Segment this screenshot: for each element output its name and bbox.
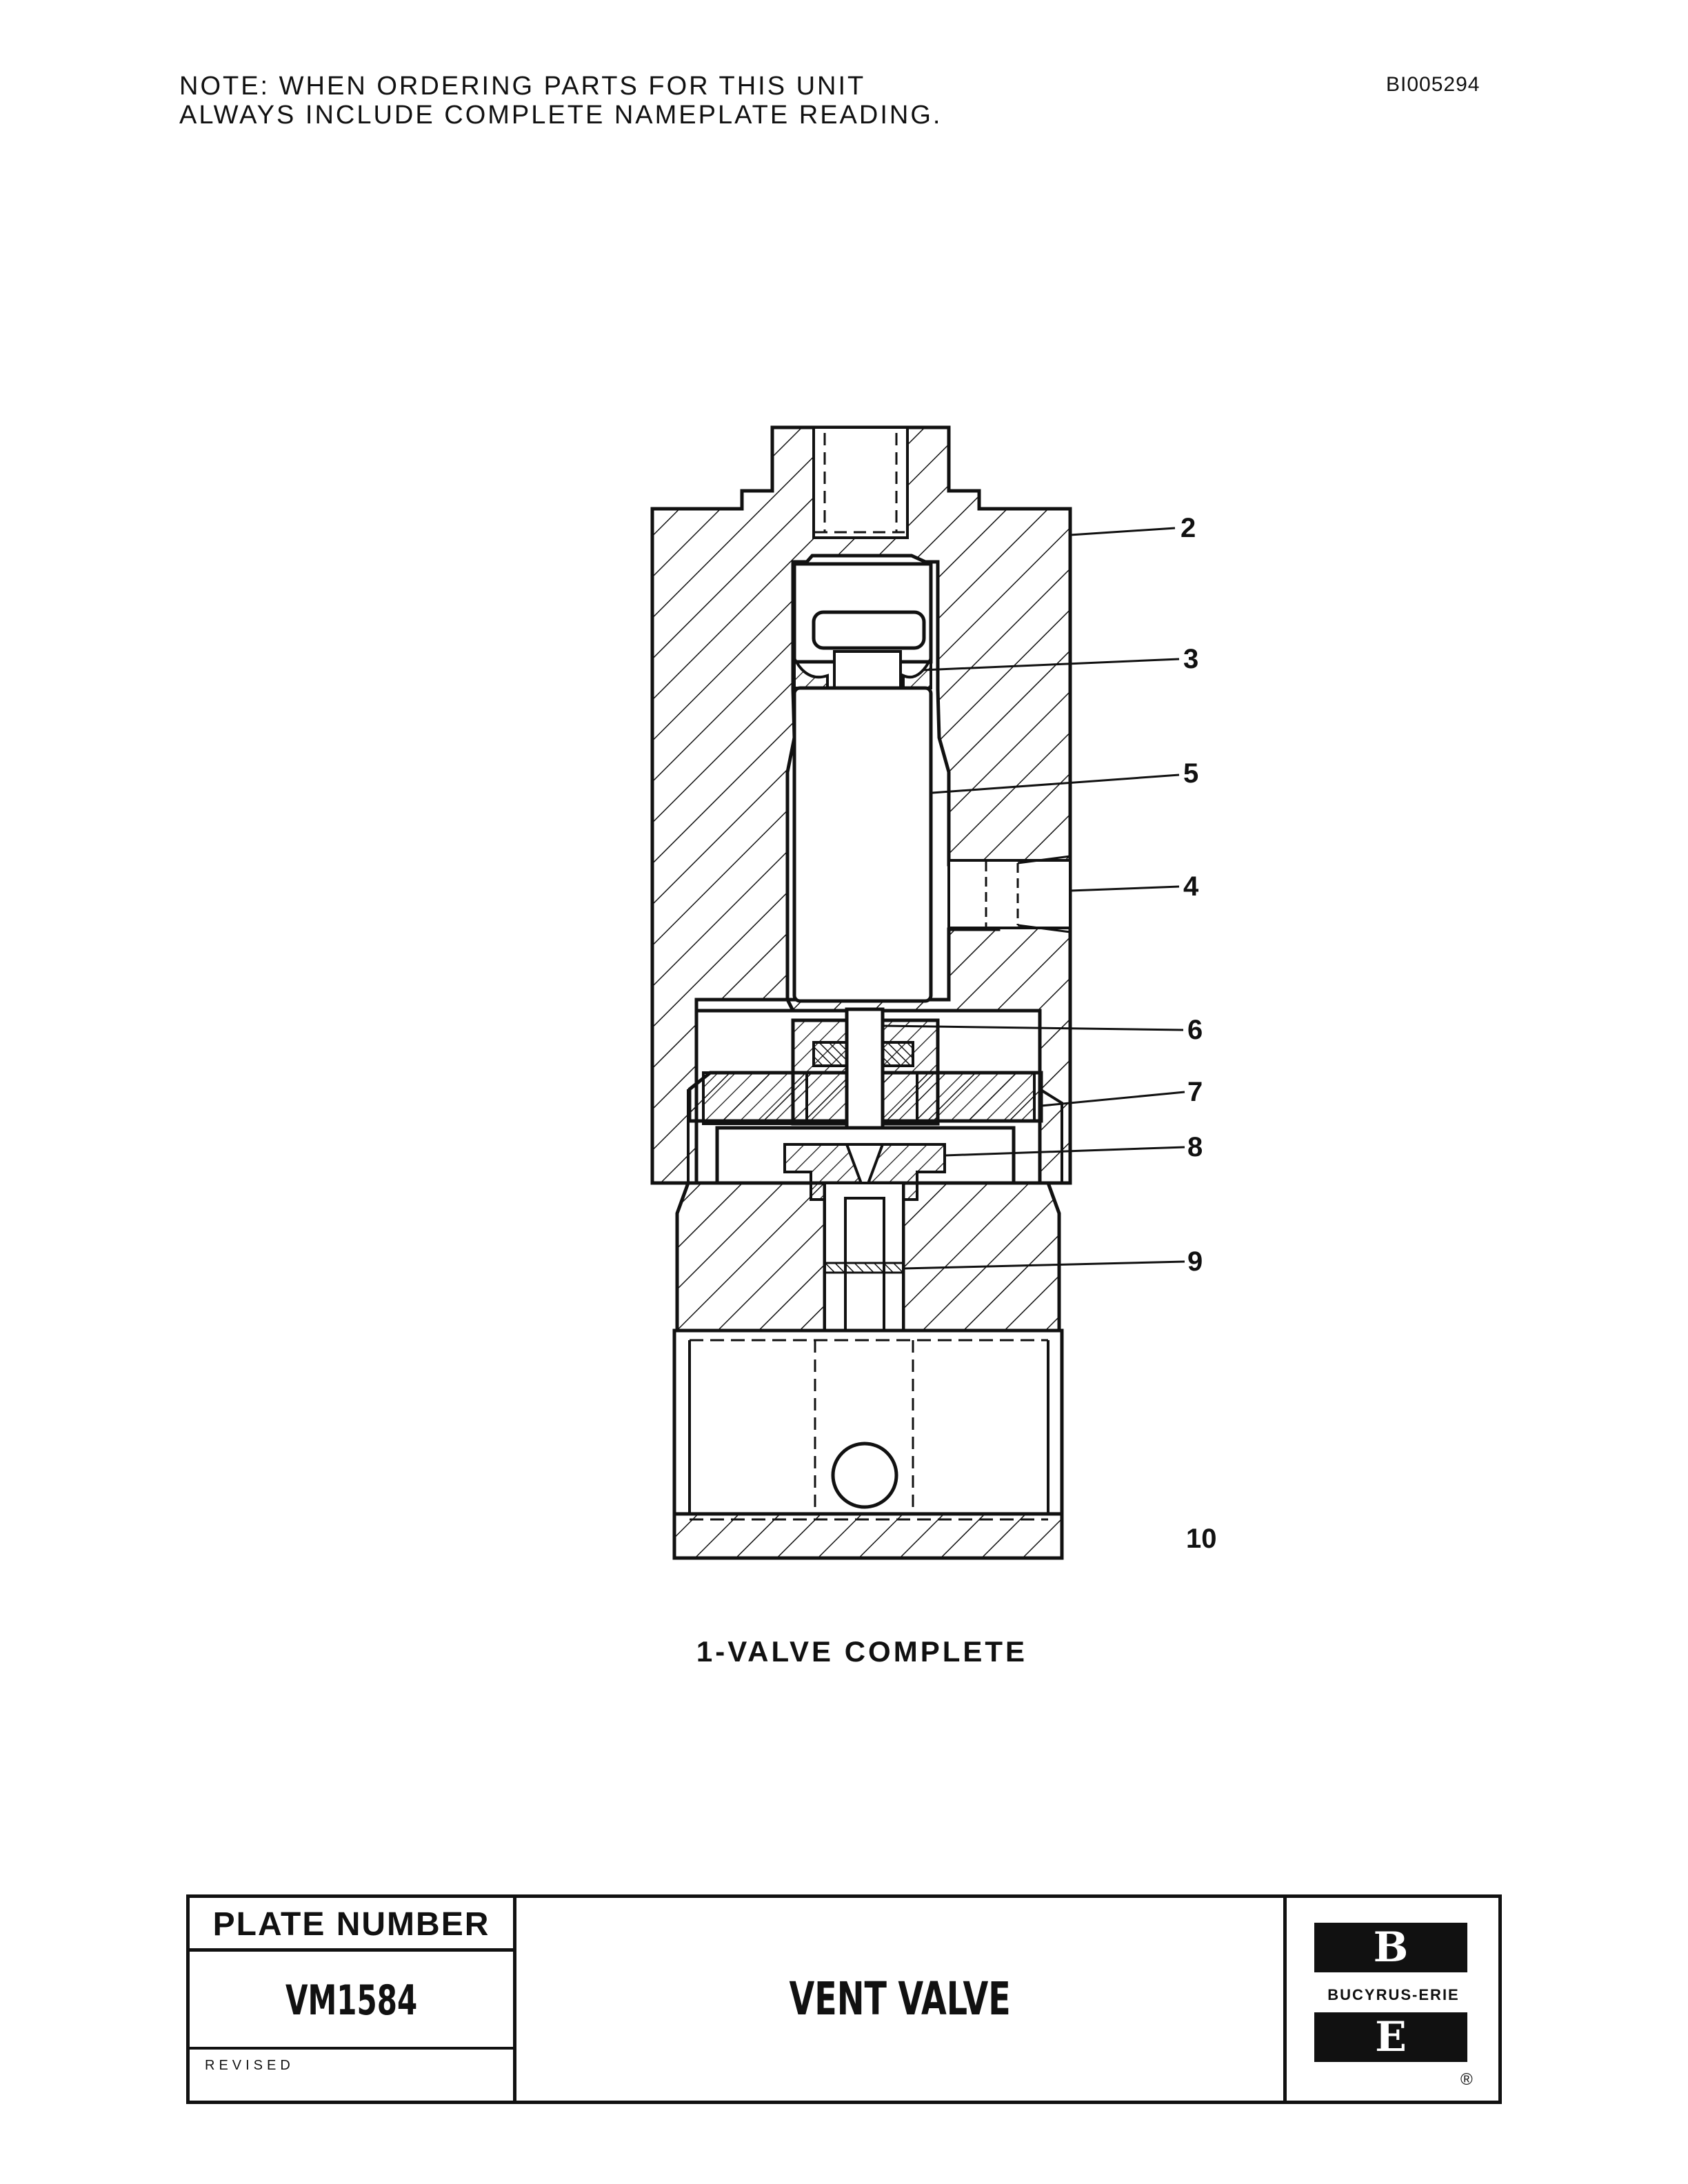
bucyrus-erie-logo: B BUCYRUS-ERIE E ® bbox=[1283, 1898, 1498, 2101]
logo-name: BUCYRUS-ERIE bbox=[1327, 1986, 1460, 2003]
callout-10: 10 bbox=[1186, 1524, 1217, 1554]
revised-label: REVISED bbox=[205, 2058, 294, 2073]
leader-lines bbox=[883, 527, 1185, 1270]
plunger bbox=[792, 562, 933, 1003]
drawing-title: VENT VALVE bbox=[789, 1972, 1011, 2025]
registered-mark: ® bbox=[1460, 2070, 1473, 2089]
callout-5: 5 bbox=[1183, 758, 1199, 789]
callout-9: 9 bbox=[1187, 1246, 1203, 1277]
logo-letter-top: B bbox=[1314, 1923, 1467, 1972]
note-line-1: NOTE: WHEN ORDERING PARTS FOR THIS UNIT bbox=[179, 72, 866, 101]
note-line-2: ALWAYS INCLUDE COMPLETE NAMEPLATE READIN… bbox=[179, 101, 943, 130]
ordering-note: NOTE: WHEN ORDERING PARTS FOR THIS UNIT … bbox=[179, 72, 942, 130]
plate-number-cell: VM1584 bbox=[190, 1952, 513, 2050]
plate-number-label: PLATE NUMBER bbox=[190, 1898, 513, 1952]
callout-4: 4 bbox=[1183, 871, 1199, 902]
callout-2: 2 bbox=[1180, 513, 1196, 543]
callout-7: 7 bbox=[1187, 1077, 1203, 1107]
plate-number: VM1584 bbox=[285, 1976, 418, 2025]
diagram-caption: 1-VALVE COMPLETE bbox=[696, 1635, 1028, 1668]
lower-body bbox=[672, 1181, 1064, 1560]
callout-6: 6 bbox=[1187, 1015, 1203, 1045]
title-block: PLATE NUMBER VM1584 REVISED VENT VALVE B… bbox=[186, 1894, 1502, 2104]
document-id: BI005294 bbox=[1386, 73, 1480, 96]
callout-8: 8 bbox=[1187, 1132, 1203, 1162]
plate-number-section: PLATE NUMBER VM1584 REVISED bbox=[190, 1898, 516, 2101]
seat-assembly bbox=[687, 1007, 1063, 1201]
drawing-title-cell: VENT VALVE bbox=[516, 1898, 1283, 2101]
logo-letter-bottom: E bbox=[1314, 2012, 1467, 2062]
callout-3: 3 bbox=[1183, 644, 1199, 674]
